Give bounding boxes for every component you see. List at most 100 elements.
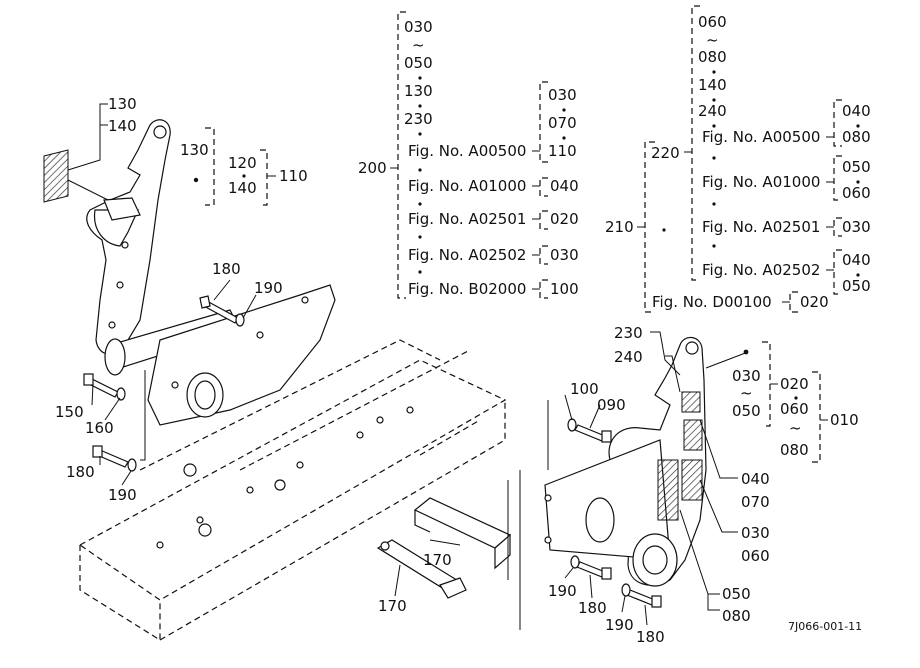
washer-190-left bbox=[127, 458, 137, 472]
label-150: 150 bbox=[55, 403, 84, 421]
label-060r: 060 bbox=[780, 400, 809, 418]
t200-val-0-0: 030 bbox=[548, 86, 577, 104]
assembly-table-200: 200 030 ~ 050 130 230 Fig. No. A00500 03… bbox=[358, 11, 579, 299]
t200-val-2-0: 020 bbox=[550, 210, 579, 228]
t210-val-1-1: 060 bbox=[842, 184, 871, 202]
t210-top-1: ~ bbox=[706, 31, 719, 49]
t210-val-0-1: 080 bbox=[842, 128, 871, 146]
t210-top-0: 060 bbox=[698, 13, 727, 31]
label-tilde-r2: ~ bbox=[789, 419, 802, 437]
label-030r: 030 bbox=[732, 367, 761, 385]
label-190a: 190 bbox=[254, 279, 283, 297]
label-010: 010 bbox=[830, 411, 859, 429]
label-080r2: 080 bbox=[722, 607, 751, 625]
left-lift-bracket bbox=[86, 119, 171, 355]
bolt-090 bbox=[574, 424, 612, 443]
t200-top-3: 130 bbox=[404, 82, 433, 100]
t200-val-0-2: 110 bbox=[548, 142, 577, 160]
t200-top-0: 030 bbox=[404, 18, 433, 36]
label-020r: 020 bbox=[780, 375, 809, 393]
washer-160 bbox=[116, 387, 126, 401]
label-140a: 140 bbox=[108, 117, 137, 135]
t200-val-1-0: 040 bbox=[550, 177, 579, 195]
t210-val-1-0: 050 bbox=[842, 158, 871, 176]
t210-fig-1: Fig. No. A01000 bbox=[702, 173, 820, 191]
left-callouts: 130 140 130 120 140 110 180 190 150 160 … bbox=[55, 95, 452, 615]
table210-sub: 220 bbox=[651, 144, 680, 162]
main-frame bbox=[78, 339, 507, 642]
label-050r: 050 bbox=[732, 402, 761, 420]
table210-number: 210 bbox=[605, 218, 634, 236]
washer-190-right-b bbox=[621, 583, 631, 597]
washer-100 bbox=[567, 418, 577, 432]
t200-top-2: 050 bbox=[404, 54, 433, 72]
right-lift-bracket bbox=[544, 336, 707, 587]
label-tilde-r: ~ bbox=[740, 384, 753, 402]
t210-extra-val: 020 bbox=[800, 293, 829, 311]
label-180c: 180 bbox=[578, 599, 607, 617]
label-100: 100 bbox=[570, 380, 599, 398]
label-040r: 040 bbox=[741, 470, 770, 488]
t200-top-4: 230 bbox=[404, 110, 433, 128]
label-180b: 180 bbox=[66, 463, 95, 481]
cross-shaft bbox=[104, 284, 336, 426]
label-070r: 070 bbox=[741, 493, 770, 511]
t210-extra-fig: Fig. No. D00100 bbox=[652, 293, 772, 311]
label-170a: 170 bbox=[423, 551, 452, 569]
leader-lines bbox=[67, 103, 749, 630]
t210-val-3-1: 050 bbox=[842, 277, 871, 295]
t200-fig-4: Fig. No. B02000 bbox=[408, 280, 526, 298]
t200-fig-1: Fig. No. A01000 bbox=[408, 177, 526, 195]
t210-val-0-0: 040 bbox=[842, 102, 871, 120]
label-240: 240 bbox=[614, 348, 643, 366]
assembly-table-210: 210 220 060 ~ 080 140 240 Fig. No. A0050… bbox=[605, 5, 871, 313]
bolt-180-upper bbox=[199, 295, 239, 324]
label-190b: 190 bbox=[108, 486, 137, 504]
t210-val-3-0: 040 bbox=[842, 251, 871, 269]
label-170b: 170 bbox=[378, 597, 407, 615]
label-090: 090 bbox=[597, 396, 626, 414]
right-callouts: 100 090 190 180 190 180 230 240 030 ~ 05… bbox=[548, 324, 859, 646]
bolt-180-right-a bbox=[576, 561, 612, 580]
label-140b: 140 bbox=[228, 179, 257, 197]
t200-val-4-0: 100 bbox=[550, 280, 579, 298]
label-190c: 190 bbox=[548, 582, 577, 600]
table200-number: 200 bbox=[358, 159, 387, 177]
t210-top-3: 140 bbox=[698, 76, 727, 94]
t200-top-1: ~ bbox=[412, 36, 425, 54]
t210-fig-3: Fig. No. A02502 bbox=[702, 261, 820, 279]
label-190d: 190 bbox=[605, 616, 634, 634]
bolt-180-right-b bbox=[626, 589, 662, 608]
label-060r2: 060 bbox=[741, 547, 770, 565]
washer-190-upper bbox=[235, 313, 245, 327]
t210-val-2-0: 030 bbox=[842, 218, 871, 236]
label-030r2: 030 bbox=[741, 524, 770, 542]
t210-fig-2: Fig. No. A02501 bbox=[702, 218, 820, 236]
bolt-150 bbox=[83, 373, 119, 398]
label-130b: 130 bbox=[180, 141, 209, 159]
label-080r: 080 bbox=[780, 441, 809, 459]
label-230: 230 bbox=[614, 324, 643, 342]
drawing-code: 7J066-001-11 bbox=[788, 620, 862, 633]
label-120: 120 bbox=[228, 154, 257, 172]
label-050r2: 050 bbox=[722, 585, 751, 603]
label-160: 160 bbox=[85, 419, 114, 437]
t210-top-4: 240 bbox=[698, 102, 727, 120]
t200-fig-0: Fig. No. A00500 bbox=[408, 142, 526, 160]
washer-190-right-a bbox=[570, 555, 580, 569]
label-180d: 180 bbox=[636, 628, 665, 646]
t210-fig-0: Fig. No. A00500 bbox=[702, 128, 820, 146]
label-110: 110 bbox=[279, 167, 308, 185]
t200-val-3-0: 030 bbox=[550, 246, 579, 264]
t200-val-0-1: 070 bbox=[548, 114, 577, 132]
t200-fig-3: Fig. No. A02502 bbox=[408, 246, 526, 264]
stay-170-upper bbox=[413, 497, 512, 570]
label-130a: 130 bbox=[108, 95, 137, 113]
bolt-180-left bbox=[92, 445, 129, 468]
left-hatched-pad bbox=[43, 149, 69, 203]
label-180a: 180 bbox=[212, 260, 241, 278]
t200-fig-2: Fig. No. A02501 bbox=[408, 210, 526, 228]
stay-170-lower bbox=[376, 539, 467, 599]
